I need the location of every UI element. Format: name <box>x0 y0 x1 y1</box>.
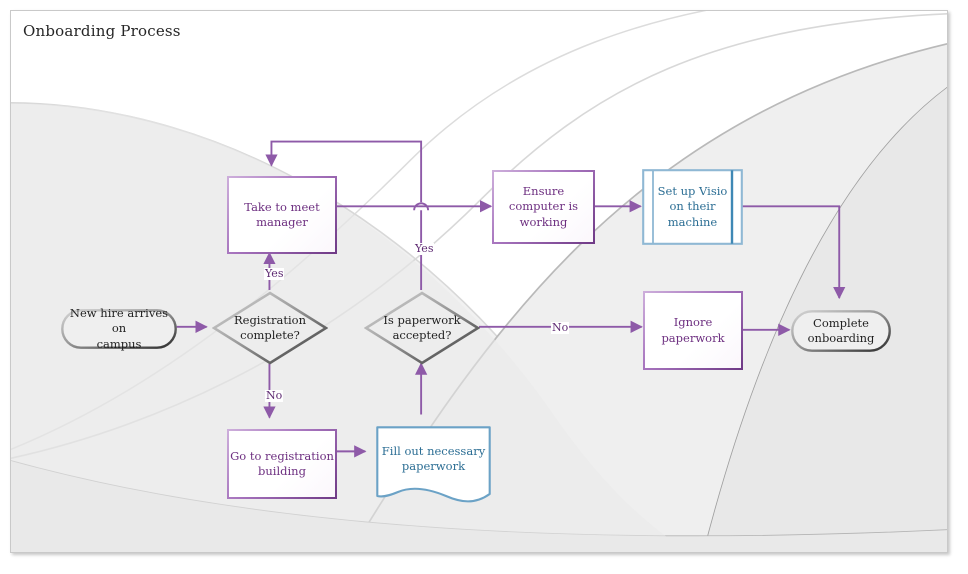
node-registration-decision-label: Registration complete? <box>233 312 306 342</box>
edge-label-paperwork-no: No <box>551 321 570 335</box>
edge-label-paperwork-yes: Yes <box>414 242 435 256</box>
node-ensure-computer-working-label: Ensure computer is working <box>508 184 579 229</box>
node-set-up-visio[interactable]: Set up Visio on their machine <box>642 169 743 245</box>
node-set-up-visio-label: Set up Visio on their machine <box>657 184 728 229</box>
node-ignore-paperwork-label: Ignore paperwork <box>661 315 725 345</box>
diagram-canvas[interactable]: New hire arrives on campus Registration … <box>10 10 948 553</box>
node-start-label: New hire arrives on campus <box>69 306 169 351</box>
node-complete-onboarding-label: Complete onboarding <box>807 315 875 345</box>
node-fill-out-paperwork[interactable]: Fill out necessary paperwork <box>376 426 491 504</box>
node-take-to-meet-manager[interactable]: Take to meet manager <box>227 176 337 254</box>
page-title: Onboarding Process <box>23 22 181 40</box>
node-paperwork-decision-label: Is paperwork accepted? <box>383 312 461 342</box>
node-fill-out-paperwork-label: Fill out necessary paperwork <box>381 443 486 473</box>
node-ensure-computer-working[interactable]: Ensure computer is working <box>492 170 595 244</box>
node-start[interactable]: New hire arrives on campus <box>61 306 177 351</box>
node-go-to-registration-building[interactable]: Go to registration building <box>227 429 337 499</box>
node-ignore-paperwork[interactable]: Ignore paperwork <box>643 291 743 370</box>
node-complete-onboarding[interactable]: Complete onboarding <box>791 310 891 352</box>
node-registration-decision[interactable]: Registration complete? <box>212 291 328 365</box>
edge-label-registration-yes: Yes <box>264 267 285 281</box>
edge-label-registration-no: No <box>265 389 284 403</box>
node-paperwork-decision[interactable]: Is paperwork accepted? <box>364 291 480 365</box>
node-go-to-registration-building-label: Go to registration building <box>230 448 334 478</box>
node-take-to-meet-manager-label: Take to meet manager <box>244 199 320 229</box>
node-layer: New hire arrives on campus Registration … <box>11 11 947 552</box>
